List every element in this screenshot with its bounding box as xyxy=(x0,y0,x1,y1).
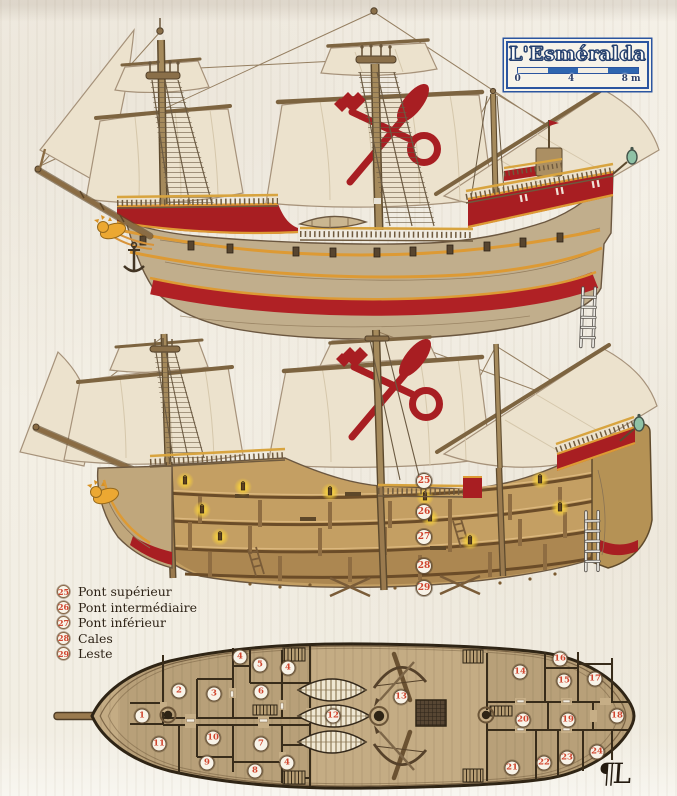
plan-marker-1: 1 xyxy=(134,708,150,724)
anchor-icon xyxy=(123,241,145,273)
plan-marker-16: 16 xyxy=(552,651,568,667)
gunports xyxy=(139,232,564,258)
plan-marker-11: 11 xyxy=(151,736,167,752)
legend-item: 26 Pont intermédiaire xyxy=(57,599,197,615)
plan-marker-18: 18 xyxy=(609,708,625,724)
stern-shell xyxy=(555,415,653,569)
plan-marker-15: 15 xyxy=(556,673,572,689)
title-box: L'Esméralda 0 4 8 m xyxy=(506,41,649,89)
legend: 25 Pont supérieur 26 Pont intermédiaire … xyxy=(57,584,197,662)
scale-tick-0: 0 xyxy=(514,74,521,84)
scale-bar xyxy=(516,67,639,74)
plan-marker-10: 10 xyxy=(205,730,221,746)
plan-bowsprit xyxy=(53,711,97,721)
plan-marker-4: 4 xyxy=(280,660,296,676)
plan-marker-17: 17 xyxy=(587,671,603,687)
plan-stairs xyxy=(252,647,513,785)
cutaway-marker-25: 25 xyxy=(416,473,432,489)
cargo-grating xyxy=(415,699,447,727)
legend-label: Pont supérieur xyxy=(78,584,172,600)
cutaway-marker-28: 28 xyxy=(416,558,432,574)
ship-title: L'Esméralda xyxy=(508,43,647,65)
plan-marker-23: 23 xyxy=(559,750,575,766)
bow-shell xyxy=(96,465,173,569)
legend-item: 29 Leste xyxy=(57,646,197,662)
ship-cutaway-view xyxy=(19,329,658,598)
scale-tick-8: 8 m xyxy=(621,74,641,84)
plan-marker-8: 8 xyxy=(247,763,263,779)
legend-marker-number: 27 xyxy=(57,616,70,630)
plan-marker-20: 20 xyxy=(515,712,531,728)
plan-marker-12: 12 xyxy=(325,708,341,724)
shroud-ratlines xyxy=(150,71,506,227)
plan-mast-positions xyxy=(159,706,495,726)
legend-marker-number: 25 xyxy=(57,585,70,599)
railings xyxy=(116,157,614,242)
plan-marker-4: 4 xyxy=(279,755,295,771)
railings xyxy=(149,447,482,498)
bowsprit xyxy=(34,148,154,240)
cutaway-marker-27: 27 xyxy=(416,529,432,545)
stern-bulwark xyxy=(468,172,613,228)
plan-marker-7: 7 xyxy=(253,736,269,752)
plan-marker-22: 22 xyxy=(536,755,552,771)
legend-label: Pont inférieur xyxy=(78,615,166,631)
stowed-boats xyxy=(296,678,372,754)
legend-marker-number: 28 xyxy=(57,631,70,645)
legend-label: Pont intermédiaire xyxy=(78,599,197,615)
plan-marker-2: 2 xyxy=(171,683,187,699)
cutaway-marker-26: 26 xyxy=(416,504,432,520)
legend-label: Leste xyxy=(78,646,113,662)
plan-marker-24: 24 xyxy=(589,744,605,760)
ballista-icon xyxy=(372,651,428,781)
artist-signature: ¶L xyxy=(596,757,630,790)
legend-marker-number: 29 xyxy=(57,647,70,661)
deck-hatches xyxy=(235,492,446,550)
cutaway-interior xyxy=(142,449,601,598)
legend-marker-number: 26 xyxy=(57,600,70,614)
deck-boat xyxy=(297,215,369,229)
scale-tick-4: 4 xyxy=(568,74,575,84)
legend-item: 25 Pont supérieur xyxy=(57,584,197,600)
legend-label: Cales xyxy=(78,630,113,646)
plan-marker-21: 21 xyxy=(504,760,520,776)
waterline-band xyxy=(150,272,599,316)
ship-side-view xyxy=(34,7,660,351)
plan-marker-19: 19 xyxy=(560,712,576,728)
plan-marker-5: 5 xyxy=(252,657,268,673)
legend-item: 28 Cales xyxy=(57,630,197,646)
plan-marker-6: 6 xyxy=(253,684,269,700)
hull xyxy=(109,120,614,340)
legend-item: 27 Pont inférieur xyxy=(57,615,197,631)
plan-marker-4: 4 xyxy=(232,649,248,665)
plan-marker-13: 13 xyxy=(393,689,409,705)
interior-ladders xyxy=(247,518,470,577)
shroud-ratlines xyxy=(154,339,421,481)
plan-marker-3: 3 xyxy=(206,686,222,702)
cutaway-marker-29: 29 xyxy=(416,580,432,596)
scale-ticks: 0 4 8 m xyxy=(515,74,641,85)
forecastle-bulwark xyxy=(117,204,298,234)
plan-marker-9: 9 xyxy=(199,755,215,771)
yards xyxy=(76,335,611,454)
plan-marker-14: 14 xyxy=(512,664,528,680)
